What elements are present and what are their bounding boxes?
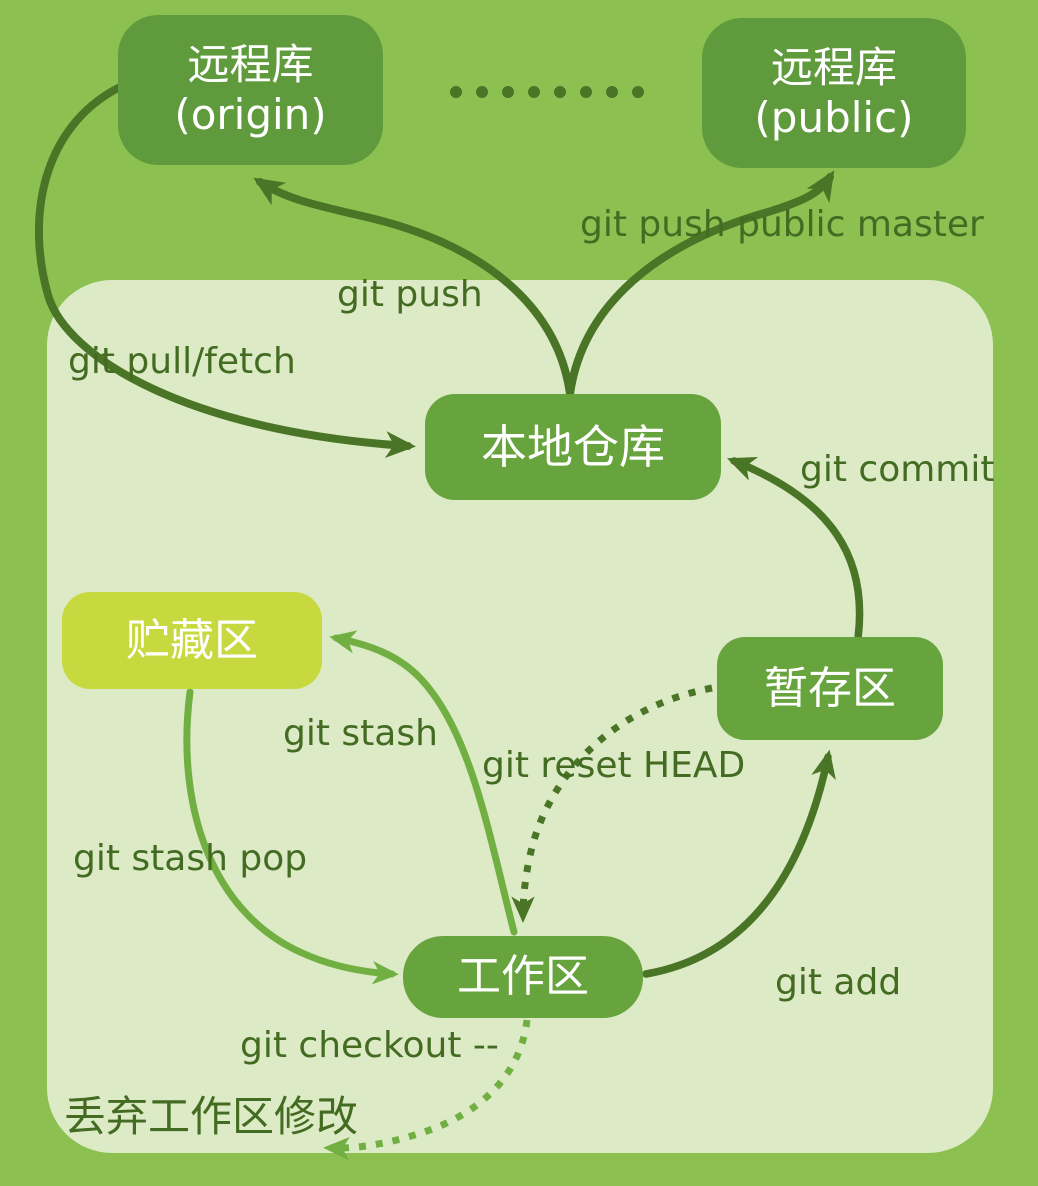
- label-git-push: git push: [337, 274, 483, 315]
- ellipsis-dot: [606, 86, 618, 98]
- node-working-label: 工作区: [457, 951, 589, 1003]
- node-remote-public-label-line2: (public): [754, 93, 914, 142]
- ellipsis-dot: [502, 86, 514, 98]
- node-stash-label: 贮藏区: [126, 614, 258, 666]
- node-staging-label: 暂存区: [764, 662, 896, 714]
- node-working: 工作区: [403, 936, 643, 1018]
- node-remote-origin: 远程库 (origin): [118, 15, 383, 165]
- node-stash: 贮藏区: [62, 592, 322, 689]
- git-push-origin-arrow: [253, 177, 574, 398]
- git-commit-arrow: [727, 457, 864, 642]
- ellipsis-dot: [528, 86, 540, 98]
- label-git-commit: git commit: [800, 449, 995, 490]
- node-remote-origin-label-line2: (origin): [174, 90, 327, 139]
- label-discard-working-changes: 丢弃工作区修改: [64, 1092, 359, 1141]
- git-stash-pop-arrow: [183, 688, 399, 985]
- ellipsis-dot: [450, 86, 462, 98]
- label-git-push-public-master: git push public master: [580, 204, 984, 245]
- git-reset-head-dashed-arrow: [511, 684, 713, 923]
- git-checkout-dashed-arrow: [323, 1019, 531, 1161]
- label-git-stash-pop: git stash pop: [73, 838, 308, 879]
- node-staging: 暂存区: [717, 637, 943, 740]
- label-git-add: git add: [775, 962, 902, 1003]
- label-git-reset-head: git reset HEAD: [482, 745, 746, 786]
- ellipsis-dot: [476, 86, 488, 98]
- node-local-repo: 本地仓库: [425, 394, 721, 500]
- node-remote-origin-label-line1: 远程库: [187, 40, 314, 90]
- ellipsis-dot: [554, 86, 566, 98]
- label-git-stash: git stash: [283, 713, 438, 754]
- ellipsis-dots-icon: [450, 86, 644, 98]
- git-pull-fetch-arrow: [35, 84, 416, 458]
- node-remote-public-label-line1: 远程库: [770, 43, 897, 93]
- node-remote-public: 远程库 (public): [702, 18, 966, 168]
- git-add-arrow: [642, 749, 836, 978]
- git-stash-arrow: [329, 630, 518, 936]
- label-git-pull-fetch: git pull/fetch: [68, 341, 296, 382]
- ellipsis-dot: [580, 86, 592, 98]
- label-git-checkout: git checkout --: [240, 1025, 499, 1066]
- ellipsis-dot: [632, 86, 644, 98]
- git-push-public-arrow: [566, 170, 835, 398]
- node-local-repo-label: 本地仓库: [481, 419, 665, 474]
